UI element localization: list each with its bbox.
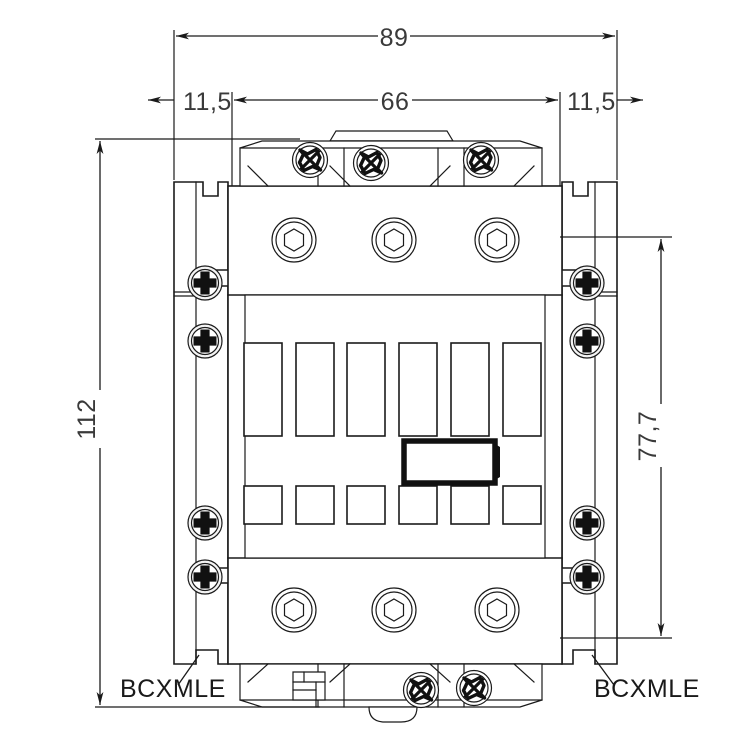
dimension-right-margin: 11,5: [567, 88, 643, 116]
dimension-value-overall-width: 89: [380, 24, 409, 52]
hex-socket-terminal-icon: [271, 587, 317, 633]
ventilation-slots-tall: [243, 342, 542, 437]
pinwheel-screw-icon: [351, 143, 391, 183]
phillips-screw-icon: [569, 559, 605, 595]
dimension-overall-height: 112: [73, 141, 104, 705]
dimension-value-left-margin: 11,5: [183, 88, 232, 116]
dimension-annotations: 89 11,5 66 11,5 112: [73, 24, 672, 708]
ventilation-slots-short: [243, 485, 542, 525]
nameplate-block: [401, 438, 500, 486]
callout-right-part-label: BCXMLE: [594, 675, 700, 703]
dimension-value-mounting-height: 77,7: [634, 411, 662, 462]
hex-socket-terminal-icon: [371, 217, 417, 263]
callout-left-part: BCXMLE: [120, 654, 226, 703]
pinwheel-screw-icon: [401, 670, 441, 710]
top-hex-terminals: [271, 217, 520, 263]
dimension-overall-width: 89: [176, 24, 615, 52]
phillips-screw-icon: [187, 505, 223, 541]
phillips-screw-icon: [569, 323, 605, 359]
hex-socket-terminal-icon: [474, 587, 520, 633]
hex-socket-terminal-icon: [474, 217, 520, 263]
phillips-screw-icon: [187, 323, 223, 359]
dimension-value-overall-height: 112: [73, 398, 101, 439]
hex-socket-terminal-icon: [371, 587, 417, 633]
dimension-mounting-height: 77,7: [634, 239, 665, 636]
contactor-body: [173, 130, 618, 723]
dimension-left-margin: 11,5: [148, 88, 232, 116]
dimension-value-inner-width: 66: [381, 88, 410, 116]
phillips-screw-icon: [187, 559, 223, 595]
dimension-value-right-margin: 11,5: [567, 88, 616, 116]
dimension-inner-width: 66: [234, 88, 558, 116]
part-callouts: BCXMLE BCXMLE: [120, 654, 700, 703]
phillips-screw-icon: [569, 265, 605, 301]
pinwheel-screw-icon: [290, 140, 330, 180]
phillips-screw-icon: [187, 265, 223, 301]
callout-right-part: BCXMLE: [591, 654, 700, 703]
callout-left-part-label: BCXMLE: [120, 675, 226, 703]
pinwheel-screw-icon: [454, 668, 494, 708]
hex-socket-terminal-icon: [271, 217, 317, 263]
bottom-terminal-cover: [239, 663, 543, 723]
pinwheel-screw-icon: [461, 140, 501, 180]
phillips-screw-icon: [569, 505, 605, 541]
bottom-hex-terminals: [271, 587, 520, 633]
